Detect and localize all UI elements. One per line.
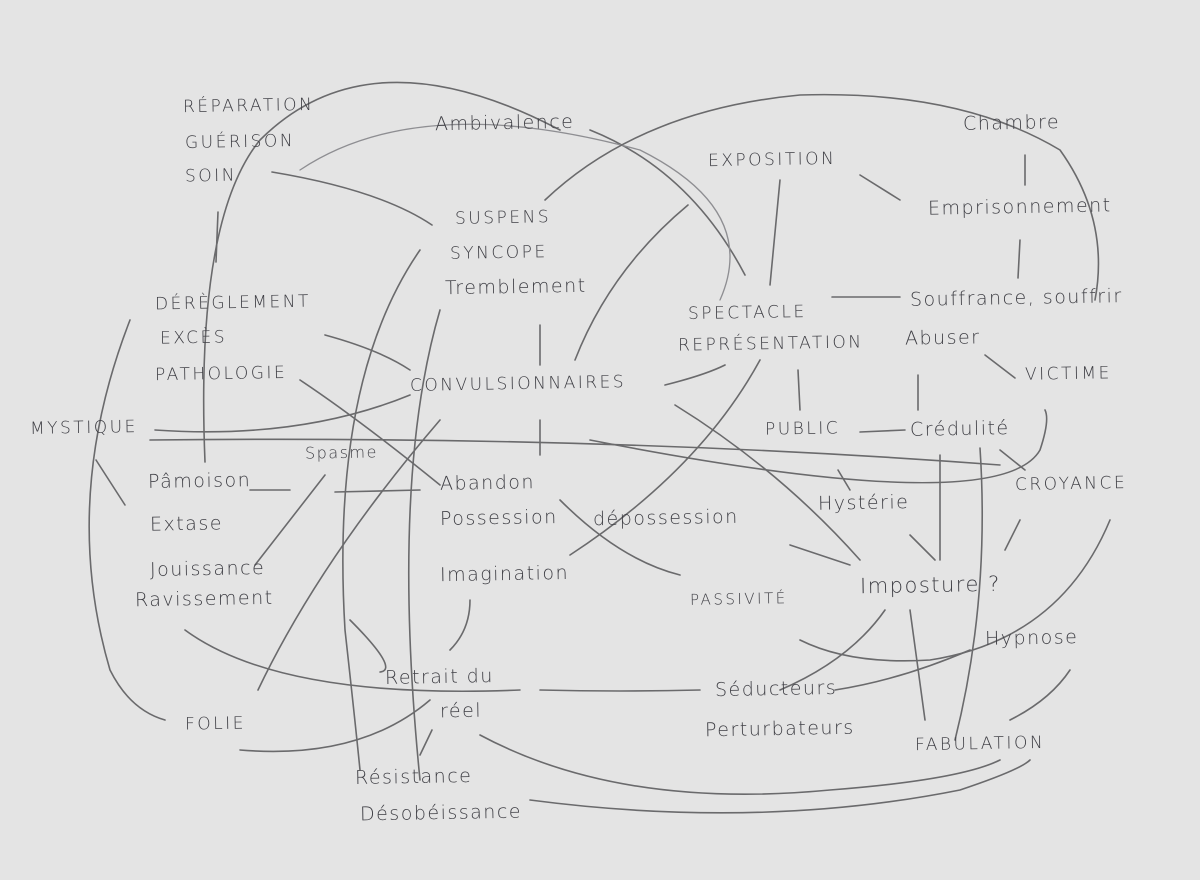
node-exces: EXCÈS — [159, 327, 228, 349]
link — [954, 447, 984, 741]
node-possession: Possession — [439, 505, 558, 531]
node-depossession: dépossession — [592, 505, 739, 531]
node-abuser: Abuser — [904, 326, 981, 350]
link — [799, 519, 1111, 662]
node-syncope: SYNCOPE — [449, 242, 548, 264]
link — [257, 419, 441, 691]
node-passivite: PASSIVITÉ — [689, 589, 788, 609]
node-dereglement: DÉRÈGLEMENT — [154, 291, 311, 315]
node-imposture: Imposture ? — [859, 571, 1001, 599]
node-guerison: GUÉRISON — [184, 131, 296, 153]
node-representation: REPRÉSENTATION — [677, 332, 864, 356]
node-hysterie: Hystérie — [817, 491, 910, 515]
link — [479, 734, 1001, 795]
link — [239, 699, 431, 753]
node-hypnose: Hypnose — [984, 626, 1079, 650]
link — [544, 93, 1100, 301]
link — [789, 544, 851, 566]
link — [664, 364, 726, 386]
node-credulite: Crédulité — [909, 417, 1010, 441]
link — [254, 474, 326, 566]
node-mystique: MYSTIQUE — [29, 417, 138, 439]
link — [674, 404, 861, 561]
link — [334, 489, 421, 493]
node-exposition: EXPOSITION — [707, 148, 837, 172]
node-seducteurs: Séducteurs — [714, 676, 838, 702]
link — [342, 249, 421, 771]
node-desobeissance: Désobéissance — [359, 800, 523, 826]
link — [349, 619, 387, 673]
node-pathologie: PATHOLOGIE — [154, 362, 288, 386]
link — [1009, 669, 1071, 721]
node-convulsionnaires: CONVULSIONNAIRES — [409, 372, 627, 396]
link — [154, 394, 411, 433]
link — [559, 499, 681, 576]
node-soin: SOIN — [184, 165, 238, 187]
node-souffrance: Souffrance, souffrir — [909, 285, 1123, 311]
link — [271, 171, 433, 226]
node-jouissance: Jouissance — [149, 556, 266, 582]
node-perturbateurs: Perturbateurs — [704, 716, 855, 742]
link — [859, 174, 901, 201]
node-folie: FOLIE — [184, 713, 247, 735]
link — [324, 334, 411, 371]
link — [909, 534, 936, 561]
node-abandon: Abandon — [439, 471, 536, 495]
node-chambre: Chambre — [962, 111, 1061, 135]
link — [202, 81, 561, 463]
link — [984, 354, 1016, 379]
link — [574, 204, 689, 361]
link — [797, 369, 801, 411]
link — [407, 309, 441, 781]
node-ambivalence: Ambivalence — [434, 110, 575, 136]
node-pamoison: Pâmoison — [147, 469, 252, 493]
link — [569, 359, 761, 556]
node-resistance: Résistance — [354, 764, 473, 790]
node-reparation: RÉPARATION — [182, 94, 315, 118]
node-extase: Extase — [149, 512, 224, 536]
node-suspens: SUSPENS — [454, 207, 552, 229]
link — [539, 689, 701, 692]
node-public: PUBLIC — [764, 418, 841, 440]
node-tremblement: Tremblement — [444, 274, 587, 300]
link — [589, 409, 1048, 484]
link — [215, 211, 219, 263]
link — [1004, 519, 1021, 551]
link — [769, 179, 781, 286]
link — [299, 379, 441, 486]
link — [88, 319, 166, 721]
node-croyance: CROYANCE — [1014, 473, 1128, 495]
node-emprisonnement: Emprisonnement — [927, 194, 1112, 220]
link — [779, 609, 886, 691]
node-ravissement: Ravissement — [134, 586, 274, 612]
link — [837, 469, 851, 491]
link — [909, 609, 926, 721]
node-reel: réel — [439, 699, 483, 723]
link — [1017, 239, 1021, 279]
node-spectacle: SPECTACLE — [687, 301, 807, 325]
link — [529, 759, 1031, 814]
link — [589, 129, 746, 276]
link — [859, 429, 906, 433]
node-imagination: Imagination — [439, 561, 570, 587]
node-retrait: Retrait du — [384, 665, 494, 689]
link — [419, 729, 433, 756]
node-spasme: Spasme — [304, 442, 379, 463]
link — [449, 599, 471, 651]
link — [834, 649, 971, 691]
link — [149, 438, 1001, 466]
node-fabulation: FABULATION — [914, 732, 1046, 756]
link — [184, 629, 521, 693]
node-victime: VICTIME — [1024, 363, 1112, 385]
link — [299, 123, 731, 301]
link — [95, 459, 126, 506]
